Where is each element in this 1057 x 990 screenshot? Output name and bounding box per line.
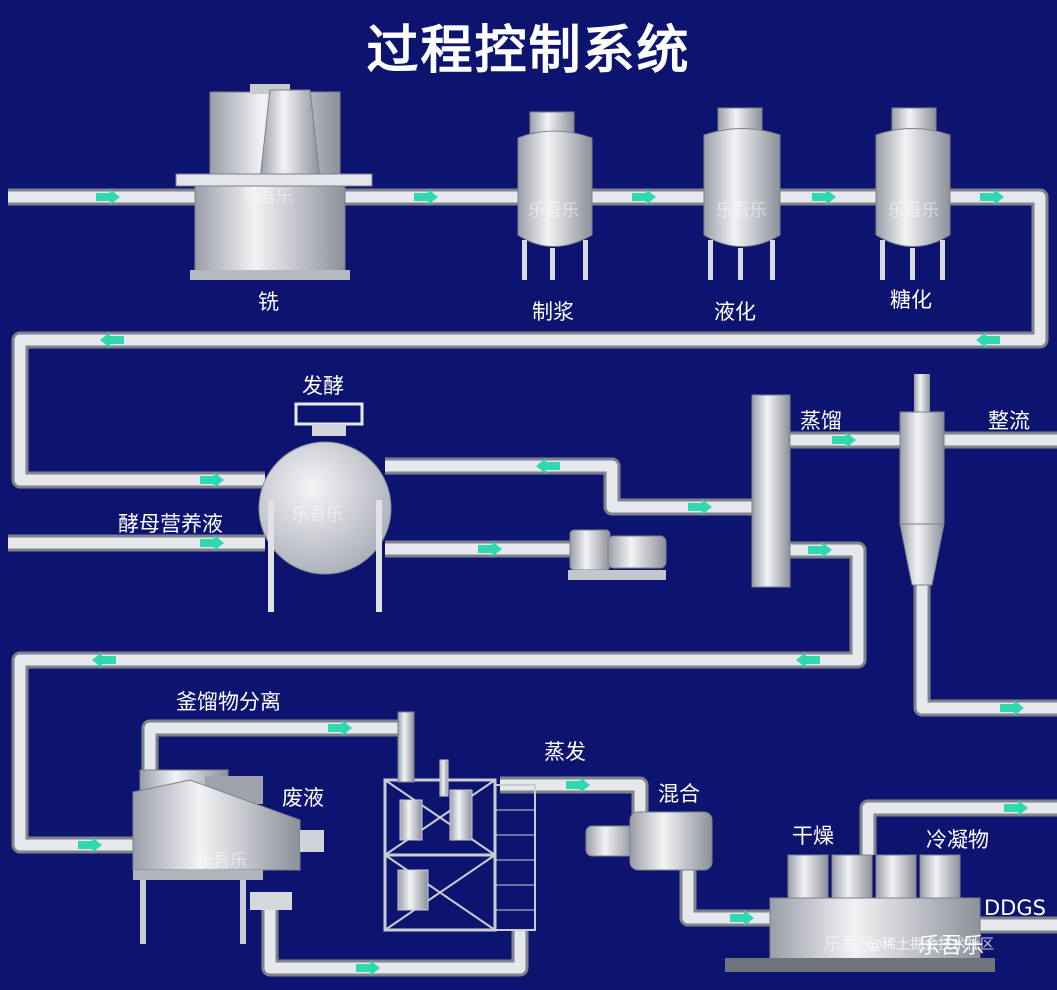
arrow-right-icon bbox=[478, 541, 502, 557]
label-condensate: 冷凝物 bbox=[926, 828, 989, 852]
equipment-watermark: 乐吾乐 bbox=[292, 505, 343, 525]
arrow-right-icon bbox=[328, 720, 352, 736]
label-liquefaction: 液化 bbox=[714, 300, 756, 324]
label-slurry: 制浆 bbox=[532, 300, 574, 324]
equipment-watermark: 乐吾乐 bbox=[888, 201, 939, 221]
pipe-mix-dry bbox=[679, 870, 770, 927]
label-evaporation: 蒸发 bbox=[544, 740, 586, 764]
label-ddgs: DDGS bbox=[984, 896, 1046, 920]
pump bbox=[568, 529, 667, 580]
arrow-right-icon bbox=[1000, 700, 1024, 716]
arrow-right-icon bbox=[832, 432, 856, 448]
evaporator bbox=[383, 711, 536, 932]
pipe-rect-down bbox=[913, 585, 1057, 717]
pipe-evap-mix bbox=[500, 776, 649, 822]
stillage-separator bbox=[132, 769, 324, 944]
footer-brand: 乐吾乐 bbox=[918, 934, 985, 959]
label-stillage-separation: 釜馏物分离 bbox=[176, 690, 281, 714]
footer-watermark: @稀土掘金技术社区 bbox=[868, 937, 994, 953]
arrow-left-icon bbox=[796, 652, 820, 668]
rectification-column bbox=[899, 374, 945, 586]
arrow-left-icon bbox=[92, 652, 116, 668]
dryer bbox=[725, 854, 995, 972]
mill-machine bbox=[175, 84, 373, 280]
arrow-right-icon bbox=[980, 189, 1004, 205]
arrow-right-icon bbox=[200, 535, 224, 551]
label-fermentation: 发酵 bbox=[302, 374, 344, 398]
label-mixing: 混合 bbox=[658, 782, 700, 806]
equipment-watermark: 乐吾乐 bbox=[196, 851, 247, 871]
pipe-waste bbox=[261, 900, 529, 977]
arrow-right-icon bbox=[414, 189, 438, 205]
slurry-tank bbox=[517, 111, 593, 280]
equipment-watermark: 乐吾乐 bbox=[242, 187, 293, 207]
label-yeast-nutrient: 酵母营养液 bbox=[118, 512, 223, 536]
page-title: 过程控制系统 bbox=[366, 21, 691, 81]
arrow-right-icon bbox=[632, 189, 656, 205]
arrow-right-icon bbox=[688, 499, 712, 515]
label-distillation: 蒸馏 bbox=[800, 409, 842, 433]
flow-arrows bbox=[78, 189, 1028, 976]
label-drying: 干燥 bbox=[792, 824, 834, 848]
equipment-watermark: 乐吾乐 bbox=[824, 935, 875, 955]
arrow-right-icon bbox=[96, 189, 120, 205]
label-saccharification: 糖化 bbox=[890, 288, 932, 312]
arrow-left-icon bbox=[100, 332, 124, 348]
arrow-right-icon bbox=[808, 542, 832, 558]
liquefaction-tank bbox=[703, 107, 781, 280]
distillation-column bbox=[751, 394, 791, 588]
arrow-right-icon bbox=[356, 960, 380, 976]
fermenter bbox=[258, 402, 392, 612]
arrow-left-icon bbox=[536, 458, 560, 474]
label-rectification: 整流 bbox=[988, 409, 1030, 433]
equipment-watermark: 乐吾乐 bbox=[716, 201, 767, 221]
arrow-right-icon bbox=[1004, 800, 1028, 816]
label-waste-liquid: 废液 bbox=[282, 786, 324, 810]
arrow-left-icon bbox=[976, 332, 1000, 348]
saccharification-tank bbox=[875, 107, 951, 280]
arrow-right-icon bbox=[78, 837, 102, 853]
arrow-right-icon bbox=[200, 472, 224, 488]
label-mill: 铣 bbox=[258, 290, 279, 314]
arrow-right-icon bbox=[812, 189, 836, 205]
arrow-right-icon bbox=[730, 910, 754, 926]
mixer bbox=[585, 811, 713, 871]
equipment-watermark: 乐吾乐 bbox=[528, 201, 579, 221]
arrow-right-icon bbox=[566, 777, 590, 793]
